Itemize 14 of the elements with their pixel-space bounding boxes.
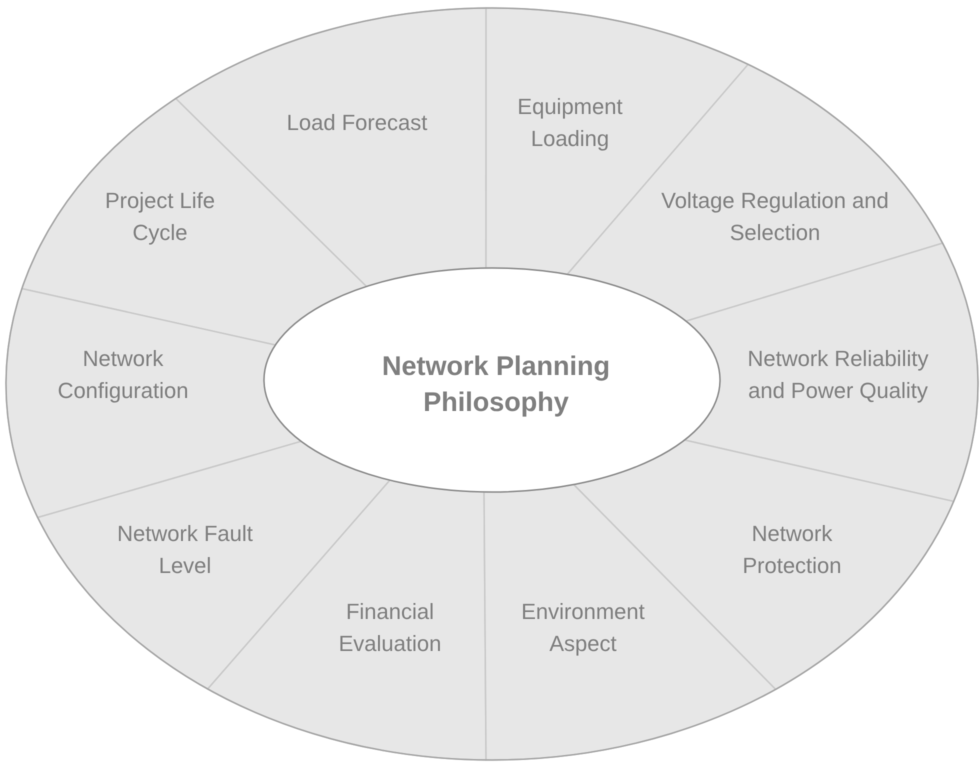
segment-label: Environment Aspect [520,598,646,658]
segment-label: Network Protection [741,520,843,580]
center-ellipse [263,267,721,493]
segment-label: Financial Evaluation [338,598,442,658]
segment-label: Network Fault Level [116,520,254,580]
segment-label: Network Reliability and Power Quality [746,345,930,405]
title-text: Network Planning Philosophy [380,350,612,419]
ring-segment [5,288,302,518]
segment-label: Project Life Cycle [104,187,216,247]
segment-label: Voltage Regulation and Selection [660,187,890,247]
segment-label: Equipment Loading [516,93,624,153]
segment-label: Load Forecast [286,109,428,137]
ring-segment [684,242,978,502]
segment-label: Network Configuration [56,345,190,405]
